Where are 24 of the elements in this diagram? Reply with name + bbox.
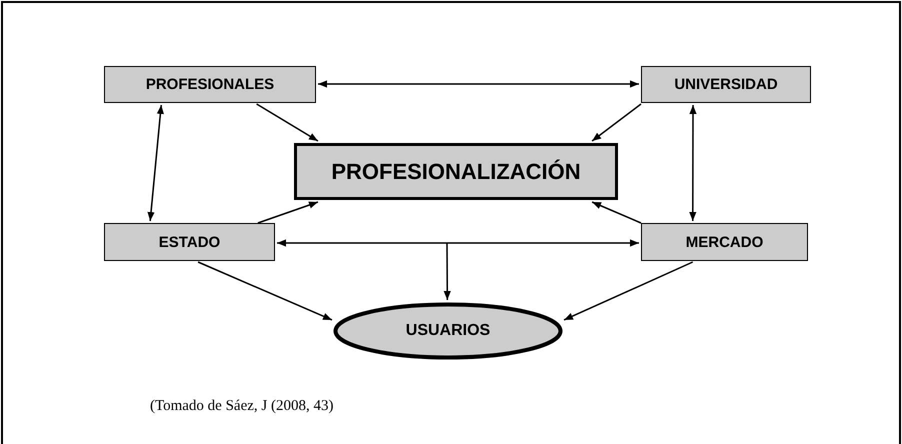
arrow (256, 103, 318, 142)
process-box (104, 66, 316, 103)
arrow (318, 80, 639, 88)
arrow (592, 201, 642, 224)
process-box (641, 223, 808, 261)
node-label: UNIVERSIDAD (674, 76, 778, 93)
process-box (641, 66, 811, 103)
arrow (277, 239, 639, 247)
ellipse-node (333, 302, 563, 360)
process-box (104, 223, 275, 261)
node-label: USUARIOS (406, 322, 490, 340)
source-note: (Tomado de Sáez, J (2008, 43) (150, 398, 334, 415)
node-label: PROFESIONALES (146, 76, 274, 93)
node-label: PROFESIONALIZACIÓN (331, 158, 581, 184)
node-label: MERCADO (686, 234, 764, 250)
arrow (689, 105, 697, 221)
arrow (592, 103, 642, 142)
arrow (147, 104, 164, 222)
arrow (198, 261, 332, 321)
arrow (564, 261, 694, 321)
central-box (294, 143, 618, 200)
arrow (258, 201, 318, 224)
arrow (444, 243, 451, 300)
node-label: ESTADO (158, 234, 220, 250)
